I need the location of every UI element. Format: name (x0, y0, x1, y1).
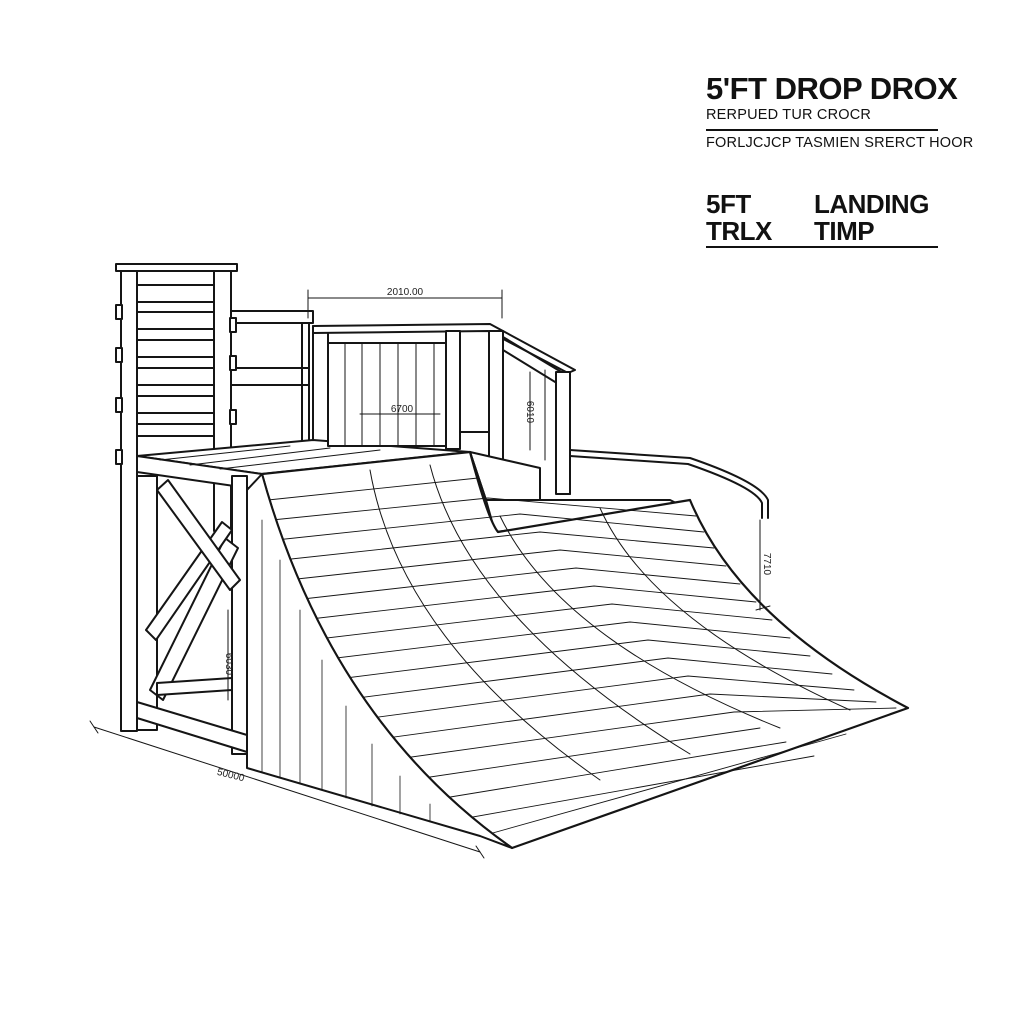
inner-rail-dimension: 6700 (391, 404, 414, 415)
ramp-side-panel (246, 473, 513, 849)
spec-left-bottom: TRLX (706, 216, 772, 246)
tower-frame (115, 263, 314, 732)
top-width-dimension: 2010.00 (387, 287, 424, 298)
drawing-note: FORLJCJCP TASMIEN SRERCT HOOR (706, 135, 974, 151)
base-length-dimension: 50000 (216, 767, 246, 785)
spec-table: 5FT TRLX LANDING TIMP (706, 190, 938, 248)
ramp-surface (260, 450, 910, 850)
spec-left-top: 5FT (706, 189, 751, 219)
drawing-subtitle: RERPUED TUR CROCR (706, 107, 872, 123)
right-height-dimension: 7710 (761, 553, 772, 576)
drawing-title: 5'FT DROP DROX (706, 71, 958, 106)
spec-right-bottom: TIMP (814, 216, 875, 246)
rail-height-dimension: 6010 (524, 401, 535, 424)
support-frame (136, 475, 248, 755)
title-block: 5'FT DROP DROX RERPUED TUR CROCR FORLJCJ… (706, 71, 974, 152)
leg-height-dimension: 6030 (223, 653, 234, 676)
dimension-lines (227, 289, 771, 701)
back-railing (312, 323, 576, 501)
title-divider (706, 129, 938, 131)
spec-right-top: LANDING (814, 189, 929, 219)
handrail (569, 449, 769, 519)
base-dimension (89, 720, 485, 859)
